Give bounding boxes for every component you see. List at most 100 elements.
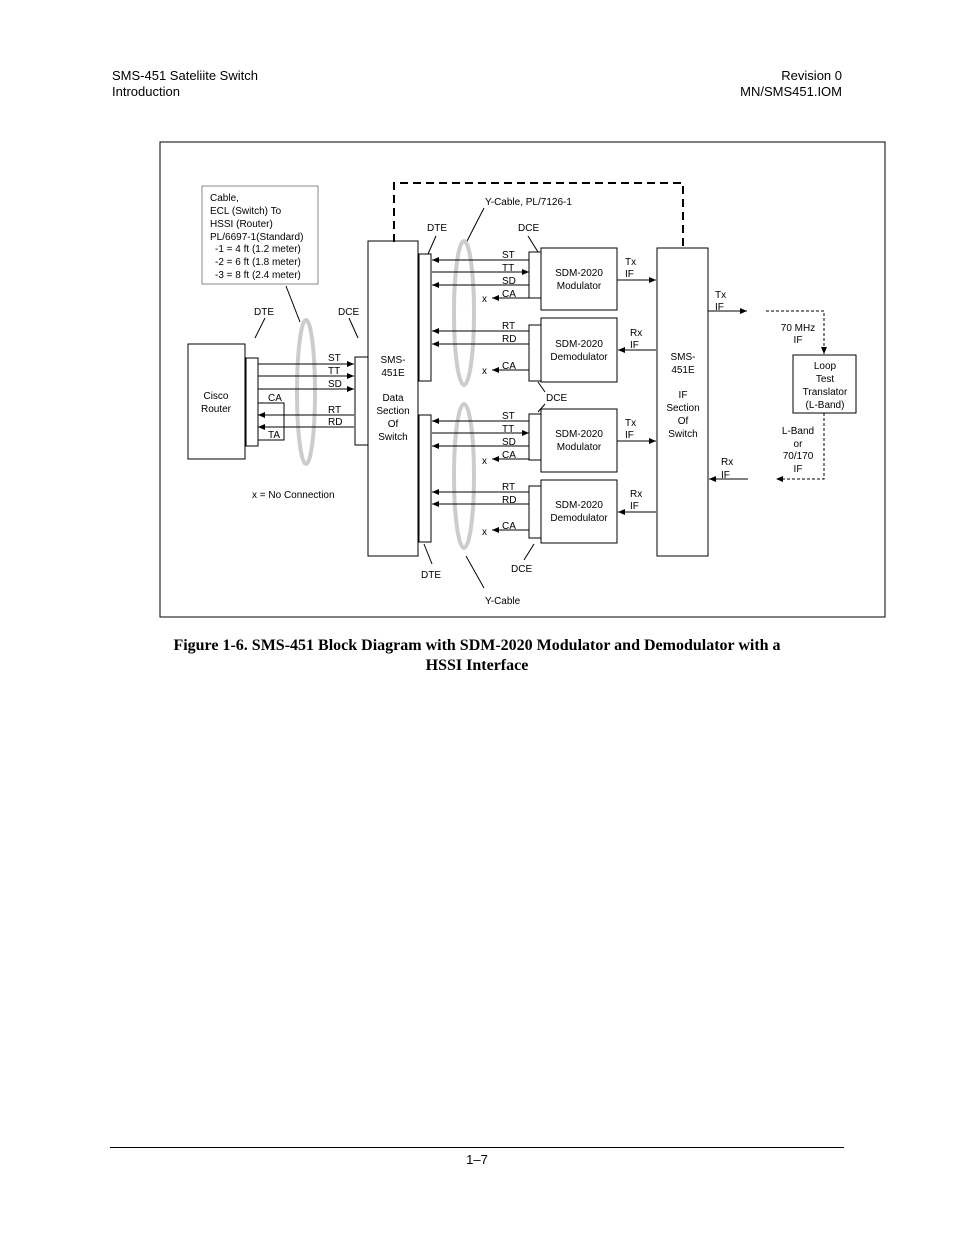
cable-note-line: -1 = 4 ft (1.2 meter) (215, 244, 301, 255)
dce-label: DCE (518, 223, 539, 234)
loop-translator-label: Test (816, 374, 835, 385)
figure-caption: Figure 1-6. SMS-451 Block Diagram with S… (112, 636, 842, 676)
loop-translator-label: (L-Band) (806, 400, 845, 411)
y-cable-ellipse-top (452, 239, 476, 387)
cable-note-box (201, 185, 319, 285)
if-switch-label: Switch (668, 429, 697, 440)
dte-label: DTE (421, 570, 441, 581)
loop-path-out (766, 310, 827, 354)
rx-if-label: IF (630, 340, 639, 351)
dce-label: DCE (338, 307, 359, 318)
data-switch-port-top (418, 253, 432, 382)
data-switch (367, 240, 419, 557)
rx-if-label: Rx (630, 489, 642, 500)
signal-sd: SD (502, 437, 516, 448)
modulator-top (540, 247, 618, 311)
signal-rd: RD (502, 495, 516, 506)
router-connector (245, 357, 259, 447)
cable-note-line: -2 = 6 ft (1.8 meter) (215, 257, 301, 268)
no-connection-x: x (482, 366, 487, 377)
demodulator-label: Demodulator (550, 352, 608, 363)
demodulator-label: Demodulator (550, 513, 608, 524)
signal-st: ST (502, 411, 515, 422)
dte-label: DTE (254, 307, 274, 318)
y-cable-ellipse-bottom (452, 402, 476, 550)
tx-if-label: IF (625, 269, 634, 280)
signal-ca: CA (268, 393, 282, 404)
router-label: Cisco (203, 391, 228, 402)
signal-tt: TT (502, 424, 514, 435)
demodulator-label: SDM-2020 (555, 500, 603, 511)
data-switch-port-bottom (418, 414, 432, 543)
tx-if-label: IF (715, 302, 724, 313)
cable-note-line: ECL (Switch) To (210, 206, 282, 217)
cable-note-line: Cable, (210, 193, 239, 204)
data-switch-label: 451E (381, 368, 405, 379)
demodulator-top (540, 317, 618, 383)
signal-sd: SD (328, 379, 342, 390)
data-switch-label: SMS- (381, 355, 406, 366)
cable-note-line: -3 = 8 ft (2.4 meter) (215, 270, 301, 281)
document-title: SMS-451 Sateliite Switch (112, 68, 258, 83)
signal-tt: TT (328, 366, 340, 377)
loop-translator-label: Translator (803, 387, 848, 398)
signal-tt: TT (502, 263, 514, 274)
no-connection-note: x = No Connection (252, 490, 335, 501)
no-connection-x: x (482, 527, 487, 538)
data-switch-label: Of (388, 419, 399, 430)
rx-if-label: IF (721, 470, 730, 481)
demodulator-bottom-connector (528, 485, 542, 539)
if-switch-label: SMS- (671, 352, 696, 363)
y-cable-top-label: Y-Cable, PL/7126-1 (485, 197, 572, 208)
modulator-label: SDM-2020 (555, 268, 603, 279)
modulator-label: Modulator (557, 442, 602, 453)
dte-label: DTE (427, 223, 447, 234)
if-switch-label: IF (679, 390, 688, 401)
caption-line-2: HSSI Interface (425, 657, 529, 674)
tx-if-label: Tx (625, 418, 636, 429)
lband-label: IF (794, 464, 803, 475)
data-switch-label: Section (376, 406, 409, 417)
signal-rt: RT (502, 482, 515, 493)
figure-frame (159, 141, 886, 618)
if-switch-label: Of (678, 416, 689, 427)
rx-if-label: Rx (721, 457, 733, 468)
router-label: Router (201, 404, 232, 415)
cisco-router (187, 343, 246, 460)
lband-label: or (794, 439, 804, 450)
signal-rt: RT (502, 321, 515, 332)
dashed-control-line (393, 182, 684, 248)
modulator-bottom-connector (528, 413, 542, 461)
demodulator-top-connector (528, 324, 542, 382)
rx-if-label: Rx (630, 328, 642, 339)
if-switch (656, 247, 709, 557)
tx-if-label: Tx (625, 257, 636, 268)
no-connection-x: x (482, 456, 487, 467)
loop-translator-label: Loop (814, 361, 837, 372)
section-name: Introduction (112, 84, 180, 99)
cable-note-line: PL/6697-1(Standard) (210, 232, 303, 243)
y-cable-bottom-label: Y-Cable (485, 596, 521, 607)
page-header-right: Revision 0 MN/SMS451.IOM (740, 68, 842, 100)
signal-ca: CA (502, 289, 516, 300)
demodulator-bottom (540, 479, 618, 544)
rx-if-label: IF (630, 501, 639, 512)
signal-ca: CA (502, 361, 516, 372)
tx-if-label: IF (625, 430, 634, 441)
data-switch-connector (354, 356, 369, 446)
demodulator-label: SDM-2020 (555, 339, 603, 350)
tx-if-label: Tx (715, 290, 726, 301)
dce-label: DCE (546, 393, 567, 404)
modulator-label: Modulator (557, 281, 602, 292)
footer-divider (110, 1147, 844, 1148)
modulator-bottom (540, 408, 618, 473)
data-switch-label: Data (382, 393, 404, 404)
data-switch-label: Switch (378, 432, 407, 443)
page-header-left: SMS-451 Sateliite Switch Introduction (112, 68, 258, 100)
signal-sd: SD (502, 276, 516, 287)
signal-st: ST (502, 250, 515, 261)
loop-path-return (776, 413, 825, 482)
if-switch-label: 451E (671, 365, 695, 376)
signal-rd: RD (502, 334, 516, 345)
